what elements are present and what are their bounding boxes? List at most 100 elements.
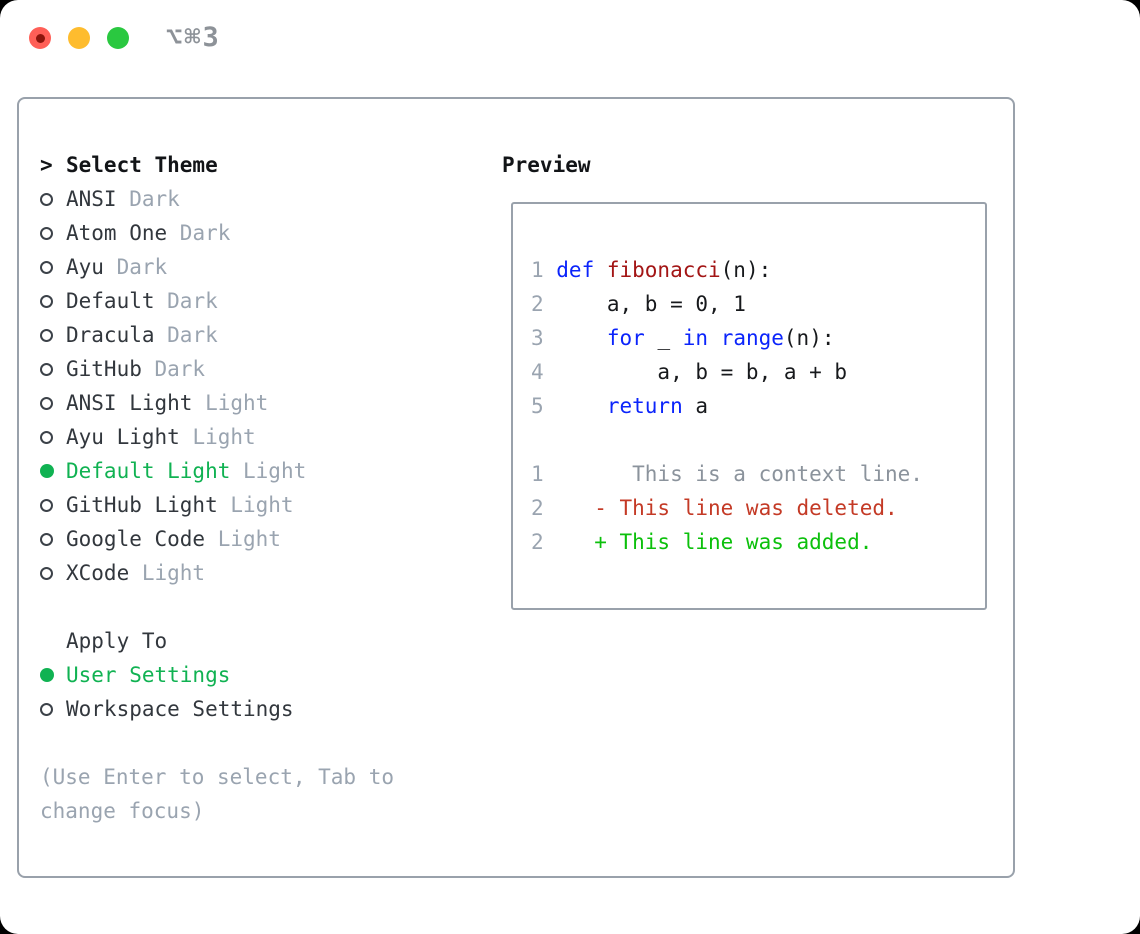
code-line: 3 for _ in range(n): xyxy=(531,321,985,355)
theme-variant-tag: Light xyxy=(217,527,281,551)
radio-indent xyxy=(40,328,66,342)
code-token: a, b = 0, 1 xyxy=(556,292,746,316)
theme-option-ayu-light[interactable]: Ayu Light Light xyxy=(40,420,480,454)
preview-title: Preview xyxy=(502,153,591,177)
radio-icon xyxy=(40,226,53,240)
code-token: return xyxy=(606,394,683,418)
apply-to-title: Apply To xyxy=(66,629,168,653)
option-label: Dracula xyxy=(66,323,155,347)
radio-selected-icon xyxy=(40,668,54,682)
option-label: Ayu xyxy=(66,255,104,279)
window-title: ⌥⌘3 xyxy=(166,22,221,53)
option-label: GitHub Light xyxy=(66,493,218,517)
radio-indent xyxy=(40,668,66,682)
radio-icon xyxy=(40,532,53,546)
select-theme-title: Select Theme xyxy=(66,153,218,177)
line-number: 5 xyxy=(531,394,544,418)
theme-variant-tag: Light xyxy=(141,561,206,585)
code-token: _ xyxy=(644,326,683,350)
option-label: Atom One xyxy=(66,221,168,245)
option-label: User Settings xyxy=(66,663,231,687)
theme-variant-tag: Dark xyxy=(129,187,180,211)
theme-option-github[interactable]: GitHub Dark xyxy=(40,352,480,386)
theme-option-dracula[interactable]: Dracula Dark xyxy=(40,318,480,352)
apply-option-user-settings[interactable]: User Settings xyxy=(40,658,480,692)
radio-icon xyxy=(40,702,53,716)
code-line: 1 This is a context line. xyxy=(531,457,985,491)
radio-indent xyxy=(40,566,66,580)
radio-indent xyxy=(40,226,66,240)
option-label: Default xyxy=(66,289,155,313)
option-label: ANSI xyxy=(66,187,117,211)
option-label: Workspace Settings xyxy=(66,697,294,721)
line-number: 3 xyxy=(531,326,544,350)
radio-indent xyxy=(40,702,66,716)
radio-selected-icon xyxy=(40,464,54,478)
code-token: fibonacci xyxy=(606,258,721,282)
code-token: (n): xyxy=(783,326,835,350)
radio-indent xyxy=(40,294,66,308)
radio-indent xyxy=(40,396,66,410)
code-token: a, b = b, a + b xyxy=(556,360,848,384)
option-label: Google Code xyxy=(66,527,206,551)
code-token: (n): xyxy=(720,258,772,282)
zoom-button[interactable] xyxy=(107,27,129,49)
code-token: - This line was deleted. xyxy=(556,496,898,520)
theme-option-github-light[interactable]: GitHub Light Light xyxy=(40,488,480,522)
titlebar: ⌥⌘3 xyxy=(0,0,1140,76)
code-token xyxy=(556,326,607,350)
option-label: Ayu Light xyxy=(66,425,180,449)
code-token xyxy=(708,326,721,350)
theme-variant-tag: Dark xyxy=(154,357,206,381)
minimize-button[interactable] xyxy=(68,27,90,49)
code-token: range xyxy=(720,326,784,350)
line-number: 4 xyxy=(531,360,544,384)
code-token: def xyxy=(556,258,607,282)
code-line: 2 a, b = 0, 1 xyxy=(531,287,985,321)
option-label: XCode xyxy=(66,561,130,585)
radio-indent xyxy=(40,430,66,444)
code-line: 4 a, b = b, a + b xyxy=(531,355,985,389)
option-label: GitHub xyxy=(66,357,142,381)
theme-option-xcode[interactable]: XCode Light xyxy=(40,556,480,590)
theme-variant-tag: Light xyxy=(192,425,256,449)
close-button[interactable] xyxy=(29,27,51,49)
radio-indent xyxy=(40,498,66,512)
radio-icon xyxy=(40,362,53,376)
code-token: This is a context line. xyxy=(556,462,923,486)
radio-icon xyxy=(40,260,53,274)
radio-icon xyxy=(40,192,53,206)
apply-option-workspace-settings[interactable]: Workspace Settings xyxy=(40,692,480,726)
theme-variant-tag: Dark xyxy=(167,323,218,347)
line-number: 2 xyxy=(531,292,544,316)
code-line xyxy=(531,423,985,457)
theme-variant-tag: Light xyxy=(205,391,269,415)
code-token: for xyxy=(606,326,645,350)
select-theme-header-row: > Select Theme xyxy=(40,148,480,182)
theme-option-google-code[interactable]: Google Code Light xyxy=(40,522,480,556)
radio-icon xyxy=(40,396,53,410)
radio-icon xyxy=(40,498,53,512)
code-token xyxy=(556,394,607,418)
theme-option-default[interactable]: Default Dark xyxy=(40,284,480,318)
radio-indent xyxy=(40,464,66,478)
option-label: ANSI Light xyxy=(66,391,193,415)
code-token: + This line was added. xyxy=(556,530,873,554)
radio-indent xyxy=(40,362,66,376)
theme-variant-tag: Dark xyxy=(167,289,218,313)
line-number: 2 xyxy=(531,496,544,520)
theme-option-ansi[interactable]: ANSI Dark xyxy=(40,182,480,216)
theme-variant-tag: Light xyxy=(230,493,294,517)
radio-icon xyxy=(40,328,53,342)
theme-option-ansi-light[interactable]: ANSI Light Light xyxy=(40,386,480,420)
code-token: in xyxy=(682,326,709,350)
